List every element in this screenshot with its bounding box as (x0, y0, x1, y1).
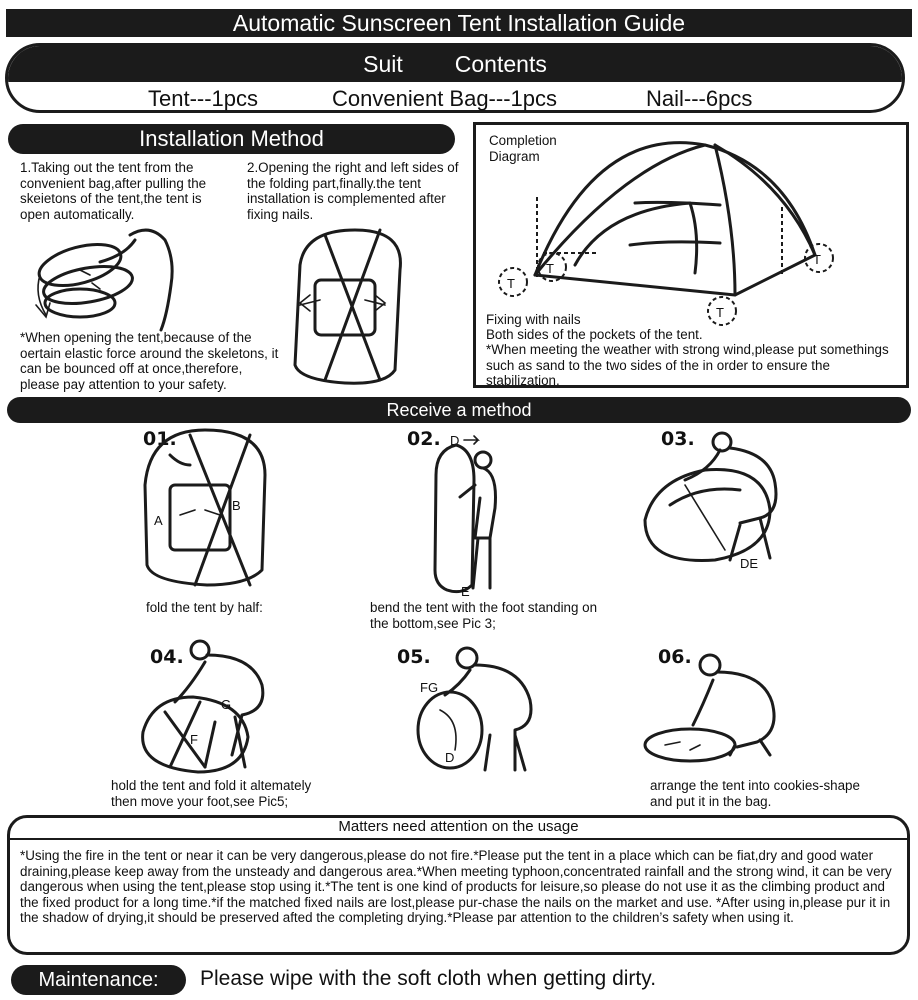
guide-title-bar: Automatic Sunscreen Tent Installation Gu… (6, 9, 912, 37)
step-03-number: 03. (661, 428, 695, 450)
step-01-label-b: B (232, 498, 241, 513)
step-04-label-g: G (221, 697, 231, 712)
open-tent-illustration (35, 228, 174, 332)
nail-marker-2: T (546, 261, 554, 276)
completion-label: Completion Diagram (489, 133, 557, 164)
step-02-label-d: D (450, 433, 459, 448)
attention-panel (7, 815, 910, 955)
suit-item-tent: Tent---1pcs (148, 86, 259, 111)
nail-marker-4: T (813, 252, 821, 267)
attention-body: *Using the fire in the tent or near it c… (20, 848, 892, 925)
step-03-label-de: DE (740, 556, 758, 571)
step-06-number: 06. (658, 646, 692, 668)
step-04-illustration: G F (141, 639, 265, 774)
suit-contents-panel: Suit Contents (5, 43, 905, 113)
wind-warning: *When meeting the weather with strong wi… (486, 342, 889, 388)
suit-item-nail: Nail---6pcs (646, 86, 753, 111)
step-04-number: 04. (150, 646, 184, 668)
suit-item-bag: Convenient Bag---1pcs (332, 86, 558, 111)
step-05-label-d: D (445, 750, 454, 765)
step-04-label-f: F (190, 732, 198, 747)
maintenance-label: Maintenance: (38, 968, 159, 991)
install-warning: *When opening the tent,because of the oe… (20, 330, 279, 392)
step-05-illustration: FG D (416, 646, 533, 772)
nail-marker-3: T (716, 305, 724, 320)
step-03-illustration: DE (643, 431, 778, 571)
installation-heading-bar: Installation Method (8, 124, 455, 154)
completion-diagram-panel (473, 122, 909, 388)
step-06-illustration (643, 653, 776, 763)
step-06-caption: arrange the tent into cookies-shape and … (650, 778, 860, 809)
step-02-label-e: E (461, 584, 470, 599)
step-02-illustration: D E (433, 433, 497, 599)
step-01-label-a: A (154, 513, 163, 528)
open-sides-illustration (293, 228, 402, 385)
step-05-number: 05. (397, 646, 431, 668)
maintenance-label-bar: Maintenance: (11, 965, 186, 995)
maintenance-text: Please wipe with the soft cloth when get… (200, 967, 657, 990)
fixing-nails-label: Fixing with nails (486, 312, 581, 327)
step-01-caption: fold the tent by half: (146, 600, 263, 615)
completed-tent-illustration: T T T T (498, 141, 834, 326)
pockets-label: Both sides of the pockets of the tent. (486, 327, 703, 342)
suit-contents-header: Suit Contents (8, 46, 902, 82)
installation-heading: Installation Method (139, 126, 324, 151)
nail-marker-1: T (507, 276, 515, 291)
attention-divider (10, 838, 907, 840)
install-step-2: 2.Opening the right and left sides of th… (247, 160, 459, 222)
contents-label: Contents (454, 50, 547, 77)
step-02-caption: bend the tent with the foot standing on … (370, 600, 598, 631)
attention-heading: Matters need attention on the usage (338, 818, 579, 835)
install-step-1: 1.Taking out the tent from the convenien… (20, 160, 207, 222)
step-02-number: 02. (407, 428, 441, 450)
step-01-illustration: A B (143, 428, 267, 587)
guide-title: Automatic Sunscreen Tent Installation Gu… (232, 9, 686, 36)
receive-heading-bar: Receive a method (7, 397, 911, 423)
suit-label: Suit (363, 50, 403, 77)
step-05-label-fg: FG (420, 680, 438, 695)
receive-heading: Receive a method (386, 399, 532, 420)
step-01-number: 01. (143, 428, 177, 450)
step-04-caption: hold the tent and fold it altemately the… (111, 778, 312, 809)
